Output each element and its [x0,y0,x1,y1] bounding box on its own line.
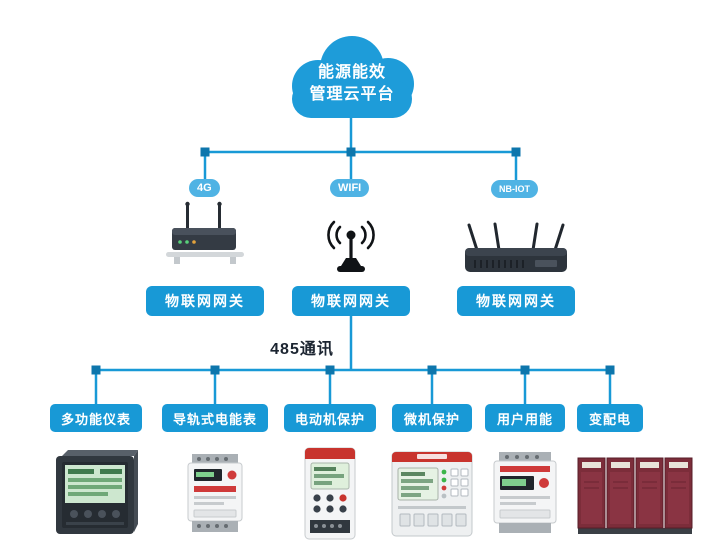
cloud-platform: 能源能效 管理云平台 [278,34,426,124]
gateway-label-nbiot: 物联网网关 [457,286,575,316]
device-label-relay-protection: 微机保护 [392,404,472,432]
multifunction-meter-image [56,450,138,534]
cloud-label-line2: 管理云平台 [309,86,395,103]
bus-485-label: 485通讯 [270,341,334,358]
relay-protector-image [391,451,473,537]
din-rail-meter-image [187,454,243,532]
cloud-icon [292,36,414,118]
badge-wifi: WIFI [330,179,370,197]
cloud-label: 能源能效 管理云平台 [278,34,426,124]
badge-nb-iot: NB-IOT [491,180,538,198]
motor-protector-image [304,447,356,540]
device-label-multifunction-meter: 多功能仪表 [50,404,142,432]
router-nbiot-icon [465,222,567,272]
cloud-label-line1: 能源能效 [317,64,386,82]
router-4g-icon [166,201,244,264]
user-energy-meter-image [493,452,557,533]
device-label-user-energy: 用户用能 [485,404,565,432]
switchgear-cabinet-image [577,457,693,534]
device-label-din-rail-meter: 导轨式电能表 [162,404,268,432]
badge-4g: 4G [189,179,220,197]
gateway-label-4g: 物联网网关 [146,286,264,316]
device-label-motor-protection: 电动机保护 [284,404,376,432]
gateway-label-wifi: 物联网网关 [292,286,410,316]
wifi-antenna-icon [327,220,375,272]
device-label-power-distribution: 变配电 [577,404,643,432]
